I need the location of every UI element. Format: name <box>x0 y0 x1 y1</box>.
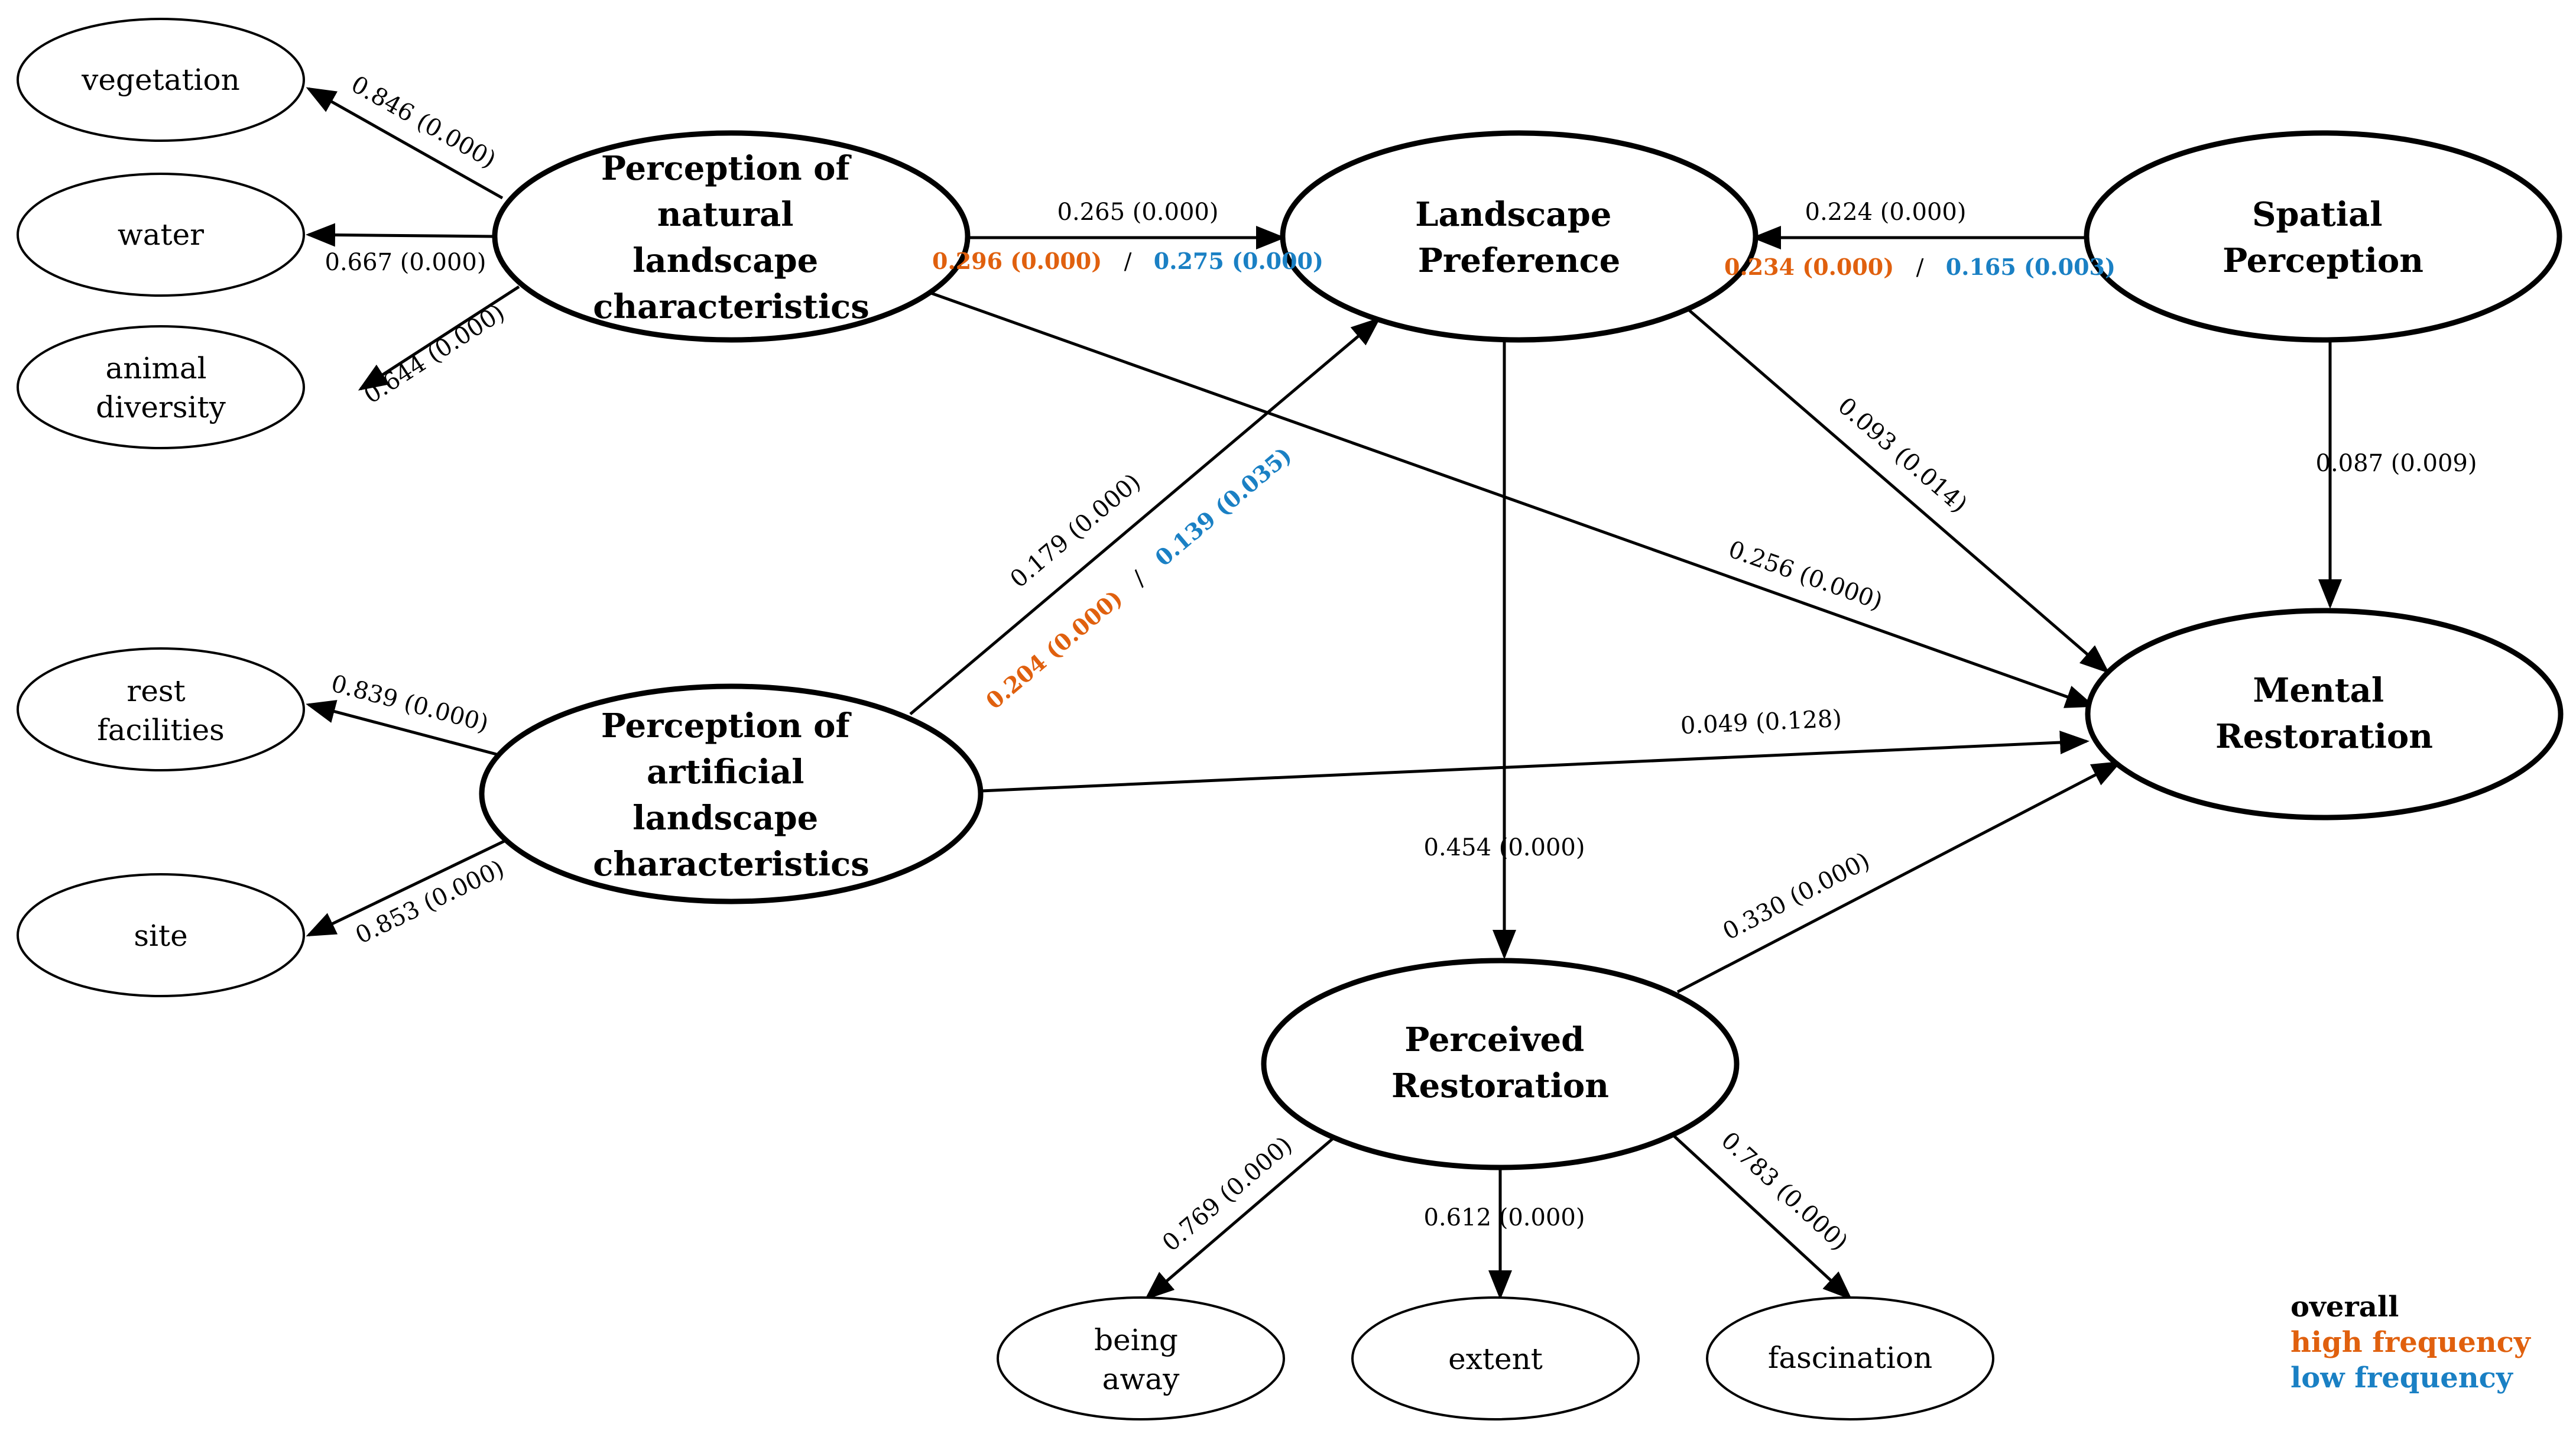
label-artificial-landscape: Perception of artificial landscape chara… <box>593 706 870 884</box>
edge-natural-vegetation <box>306 87 504 200</box>
edge-artificial-site <box>306 832 521 937</box>
coef-natural-animal: 0.644 (0.000) <box>359 299 510 410</box>
edge-preference-mental <box>1685 306 2110 674</box>
coef-natural-preference-sep: / <box>1109 248 1146 274</box>
label-water: water <box>118 218 204 252</box>
legend-high-frequency: high frequency <box>2291 1326 2532 1359</box>
node-natural-landscape <box>492 130 971 343</box>
node-extent <box>1351 1296 1640 1420</box>
label-vegetation: vegetation <box>81 63 240 97</box>
node-fascination <box>1706 1296 1994 1420</box>
coef-perceived-extent: 0.612 (0.000) <box>1424 1204 1585 1231</box>
node-rest-facilities <box>17 647 305 771</box>
coef-natural-preference-high: 0.296 (0.000) <box>932 248 1102 274</box>
node-being-away <box>997 1296 1285 1420</box>
coef-natural-preference-group: 0.296 (0.000) / 0.275 (0.000) <box>932 248 1323 274</box>
legend-low-frequency: low frequency <box>2291 1361 2514 1394</box>
edge-perceived-fascination <box>1670 1133 1852 1300</box>
coef-spatial-preference-sep: / <box>1902 254 1938 280</box>
edge-natural-water <box>306 223 495 247</box>
node-vegetation <box>17 18 305 142</box>
coef-artificial-preference-low: 0.139 (0.035) <box>1150 442 1296 572</box>
edge-natural-mental <box>927 290 2095 708</box>
coef-perceived-away: 0.769 (0.000) <box>1157 1131 1297 1257</box>
label-landscape-preference: Landscape Preference <box>1415 195 1623 280</box>
label-mental-restoration: Mental Restoration <box>2215 671 2433 756</box>
coef-artificial-preference-high: 0.204 (0.000) <box>981 585 1127 715</box>
coef-preference-perceived: 0.454 (0.000) <box>1424 834 1585 861</box>
label-animal-diversity: animal diversity <box>96 351 226 424</box>
label-spatial-perception: Spatial Perception <box>2223 195 2423 280</box>
legend-overall: overall <box>2291 1290 2399 1324</box>
node-artificial-landscape <box>479 683 984 904</box>
node-site <box>17 873 305 997</box>
edge-artificial-mental <box>981 731 2090 793</box>
coef-artificial-preference-sep: / <box>1117 557 1161 600</box>
coef-artificial-mental: 0.049 (0.128) <box>1680 705 1842 740</box>
indicators <box>17 18 1994 1420</box>
coef-natural-water: 0.667 (0.000) <box>325 249 486 276</box>
coef-spatial-mental: 0.087 (0.009) <box>2316 450 2477 477</box>
label-being-away: being away <box>1094 1323 1188 1396</box>
edge-perceived-away <box>1144 1134 1338 1300</box>
node-animal-diversity <box>17 325 305 449</box>
legend: overall high frequency low frequency <box>2291 1290 2532 1394</box>
label-rest-facilities: rest facilities <box>97 674 225 747</box>
coef-spatial-preference-group: 0.234 (0.000) / 0.165 (0.003) <box>1724 254 2116 280</box>
label-perceived-restoration: Perceived Restoration <box>1391 1020 1609 1105</box>
coef-natural-preference-low: 0.275 (0.000) <box>1154 248 1323 274</box>
label-site: site <box>134 919 187 953</box>
node-perceived-restoration <box>1261 958 1740 1170</box>
label-fascination: fascination <box>1768 1341 1932 1375</box>
node-water <box>17 173 305 297</box>
node-spatial-perception <box>2084 130 2562 343</box>
edge-artificial-rest <box>306 700 497 756</box>
coef-spatial-preference-high: 0.234 (0.000) <box>1724 254 1894 280</box>
edge-natural-animal <box>358 285 520 391</box>
coef-artificial-rest: 0.839 (0.000) <box>328 670 491 737</box>
node-mental-restoration <box>2085 608 2564 820</box>
node-landscape-preference <box>1280 130 1759 343</box>
edges <box>306 87 2342 1300</box>
label-extent: extent <box>1448 1342 1543 1376</box>
edge-artificial-preference <box>909 317 1381 715</box>
coef-natural-preference-overall: 0.265 (0.000) <box>1057 199 1219 226</box>
edge-perceived-mental <box>1676 761 2122 994</box>
coef-preference-mental: 0.093 (0.014) <box>1832 393 1972 518</box>
coef-spatial-preference-low: 0.165 (0.003) <box>1946 254 2116 280</box>
coef-spatial-preference-overall: 0.224 (0.000) <box>1805 199 1967 226</box>
constructs <box>479 130 2564 1170</box>
label-natural-landscape: Perception of natural landscape characte… <box>593 149 870 326</box>
